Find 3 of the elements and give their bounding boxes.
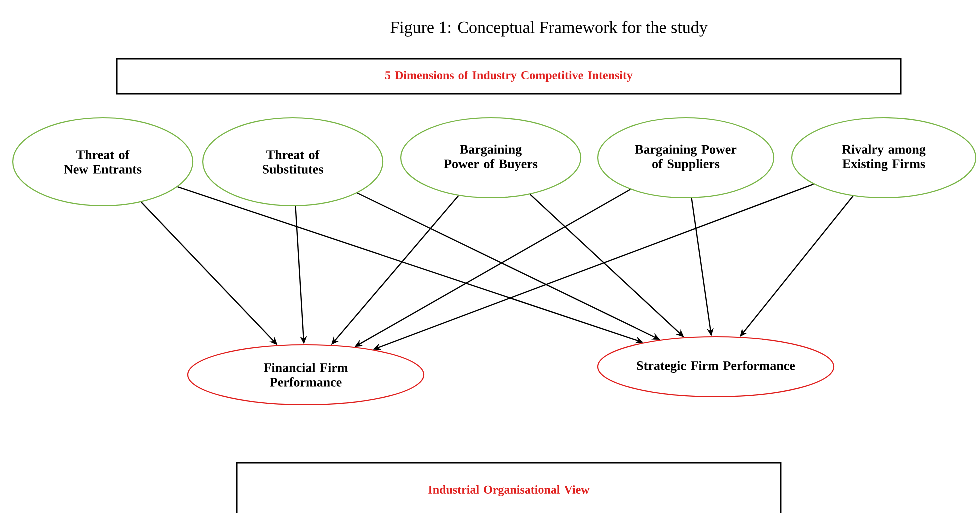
title-box: 5 Dimensions of Industry Competitive Intensity [116,58,902,95]
figure-title: Figure 1: Conceptual Framework for the study [390,21,708,37]
view-box: Industrial Organisational View [236,462,782,513]
